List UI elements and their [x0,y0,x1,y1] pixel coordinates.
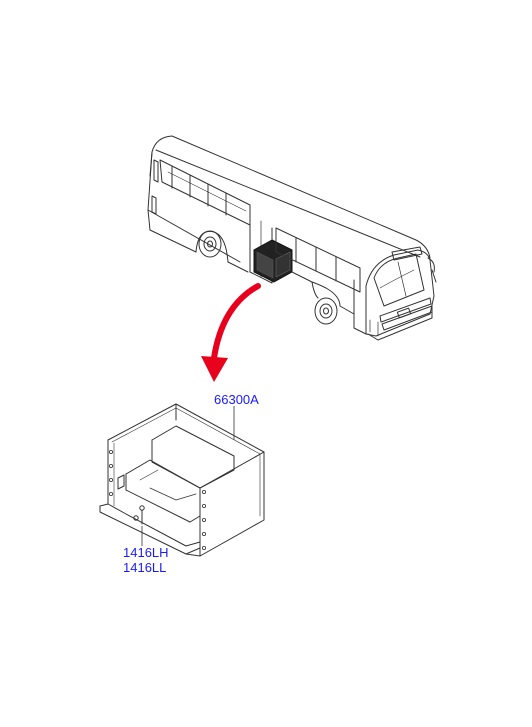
part-callout-1416lh[interactable]: 1416LH [123,545,169,560]
bus-illustration [147,135,437,341]
part-callout-1416ll[interactable]: 1416LL [123,560,167,575]
leader-lines [141,406,235,546]
red-curved-arrow-icon [201,283,261,382]
part-callout-66300a[interactable]: 66300A [214,392,259,407]
battery-box-tray [99,403,265,557]
